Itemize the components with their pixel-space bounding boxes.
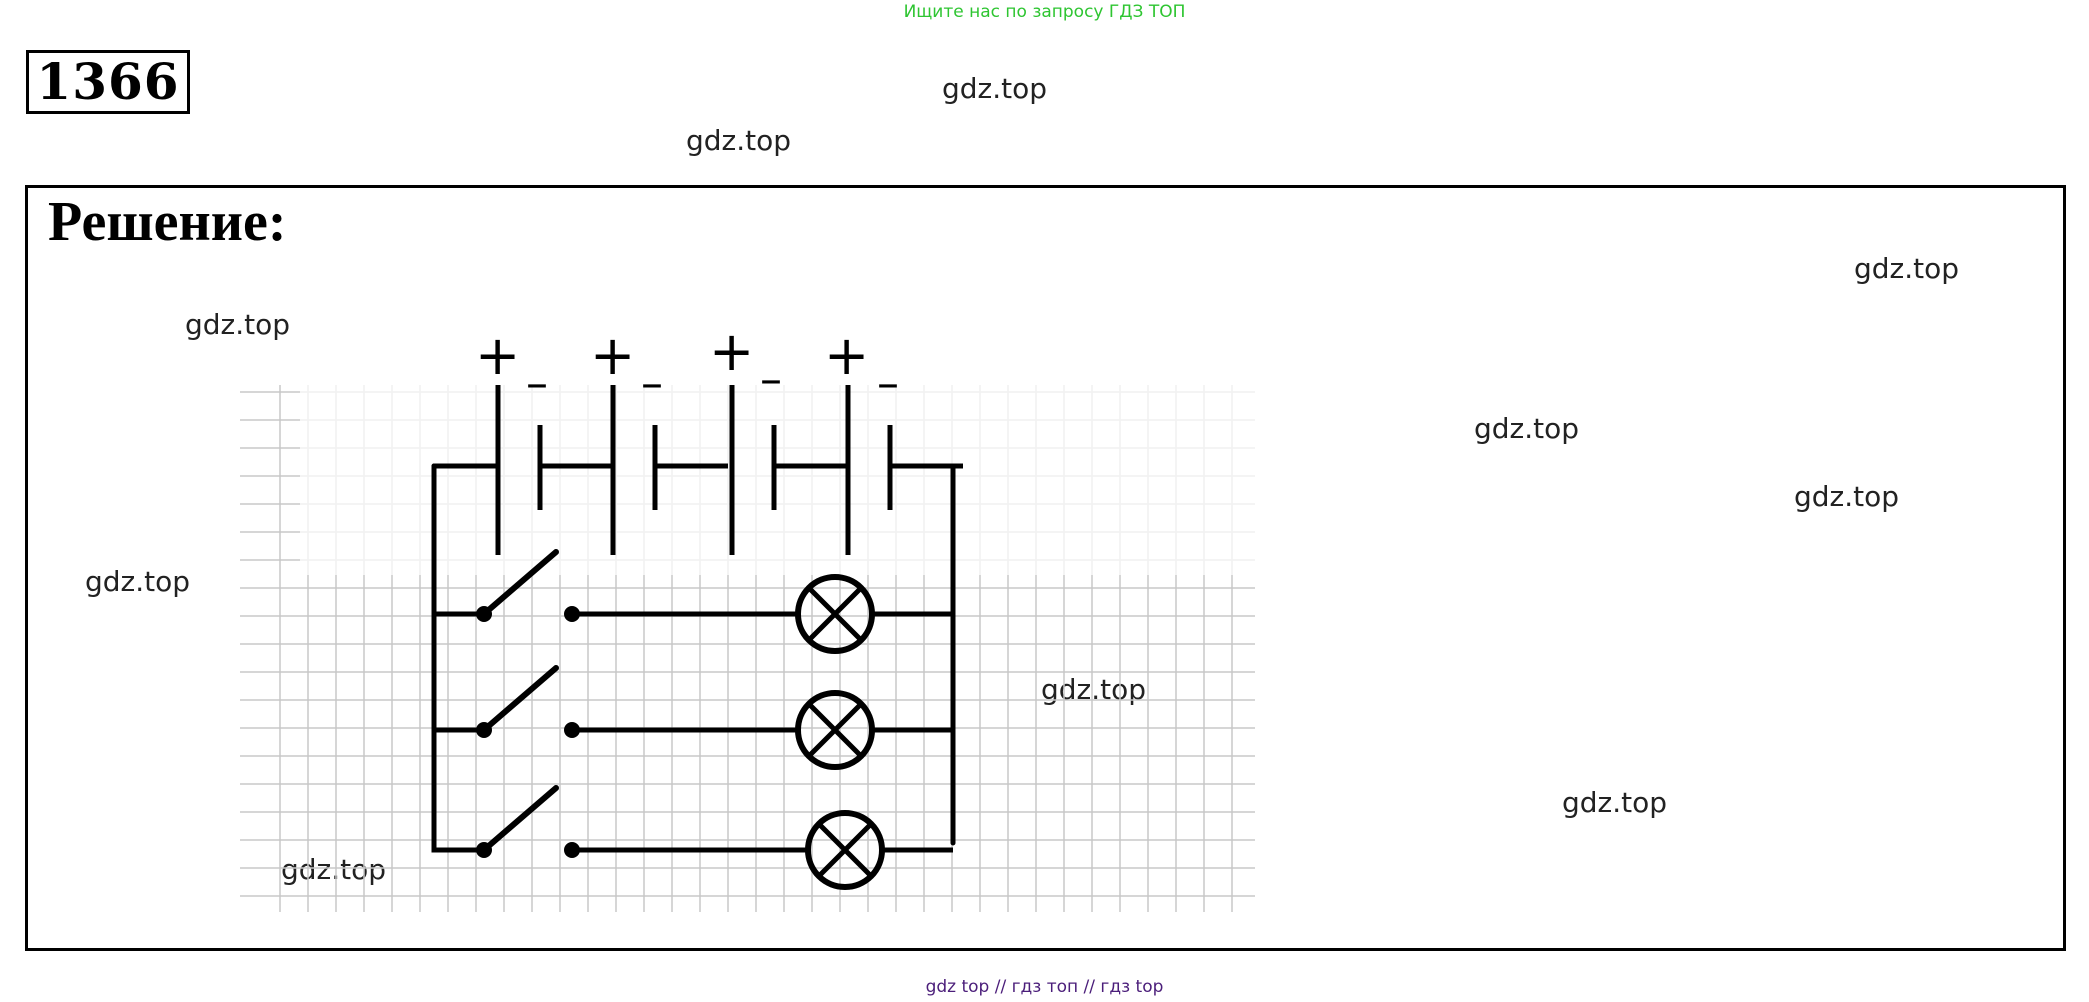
solution-title: Решение:	[48, 191, 287, 253]
battery-minus-sign: –	[760, 354, 782, 405]
battery-minus-sign: –	[877, 358, 899, 409]
solution-box	[25, 185, 2066, 951]
search-hint: Ищите нас по запросу ГДЗ ТОП	[903, 2, 1186, 22]
lamp-cross	[817, 822, 873, 878]
battery-group	[495, 385, 963, 555]
watermark: gdz.top	[942, 72, 1048, 105]
battery-plus-sign: +	[824, 324, 869, 387]
watermark: gdz.top	[1854, 252, 1960, 285]
grid-washout	[300, 380, 1260, 575]
switch-lever	[481, 665, 559, 733]
parallel-branches	[434, 549, 953, 890]
watermark: gdz.top	[1562, 786, 1668, 819]
battery-plus-sign: +	[709, 320, 754, 383]
watermark: gdz.top	[1474, 412, 1580, 445]
top-rail-right	[893, 463, 956, 846]
lamp-cross	[807, 702, 863, 758]
watermark: gdz.top	[1794, 480, 1900, 513]
battery-minus-sign: –	[526, 358, 548, 409]
watermark: gdz.top	[185, 308, 291, 341]
switch-lever	[481, 785, 559, 853]
switch-lever	[481, 549, 559, 617]
lamp-cross	[807, 586, 863, 642]
problem-number: 1366	[26, 50, 190, 114]
footer-links[interactable]: gdz top // гдз топ // гдз top	[925, 977, 1164, 997]
battery-plus-sign: +	[475, 324, 520, 387]
watermark: gdz.top	[85, 565, 191, 598]
watermark: gdz.top	[686, 124, 792, 157]
battery-minus-sign: –	[641, 358, 663, 409]
watermark: gdz.top	[281, 853, 387, 886]
battery-plus-sign: +	[590, 324, 635, 387]
